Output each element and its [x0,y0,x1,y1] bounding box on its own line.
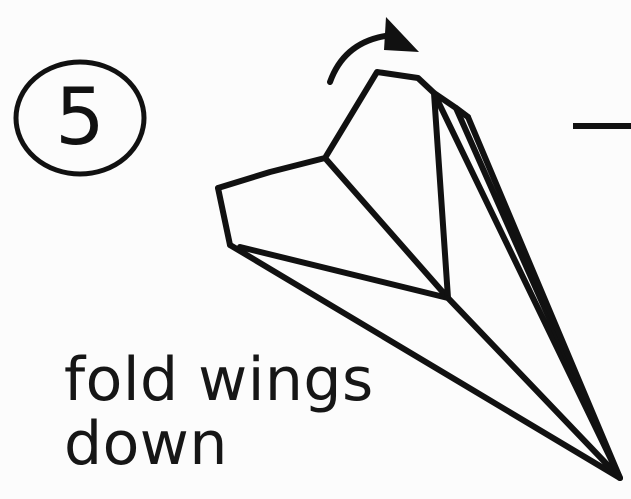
step-number: 5 [55,73,105,163]
caption-line-2: down [64,412,374,476]
instruction-caption: fold wings down [64,348,374,476]
step-circle-icon: 5 [16,62,144,174]
caption-line-1: fold wings [64,348,374,412]
